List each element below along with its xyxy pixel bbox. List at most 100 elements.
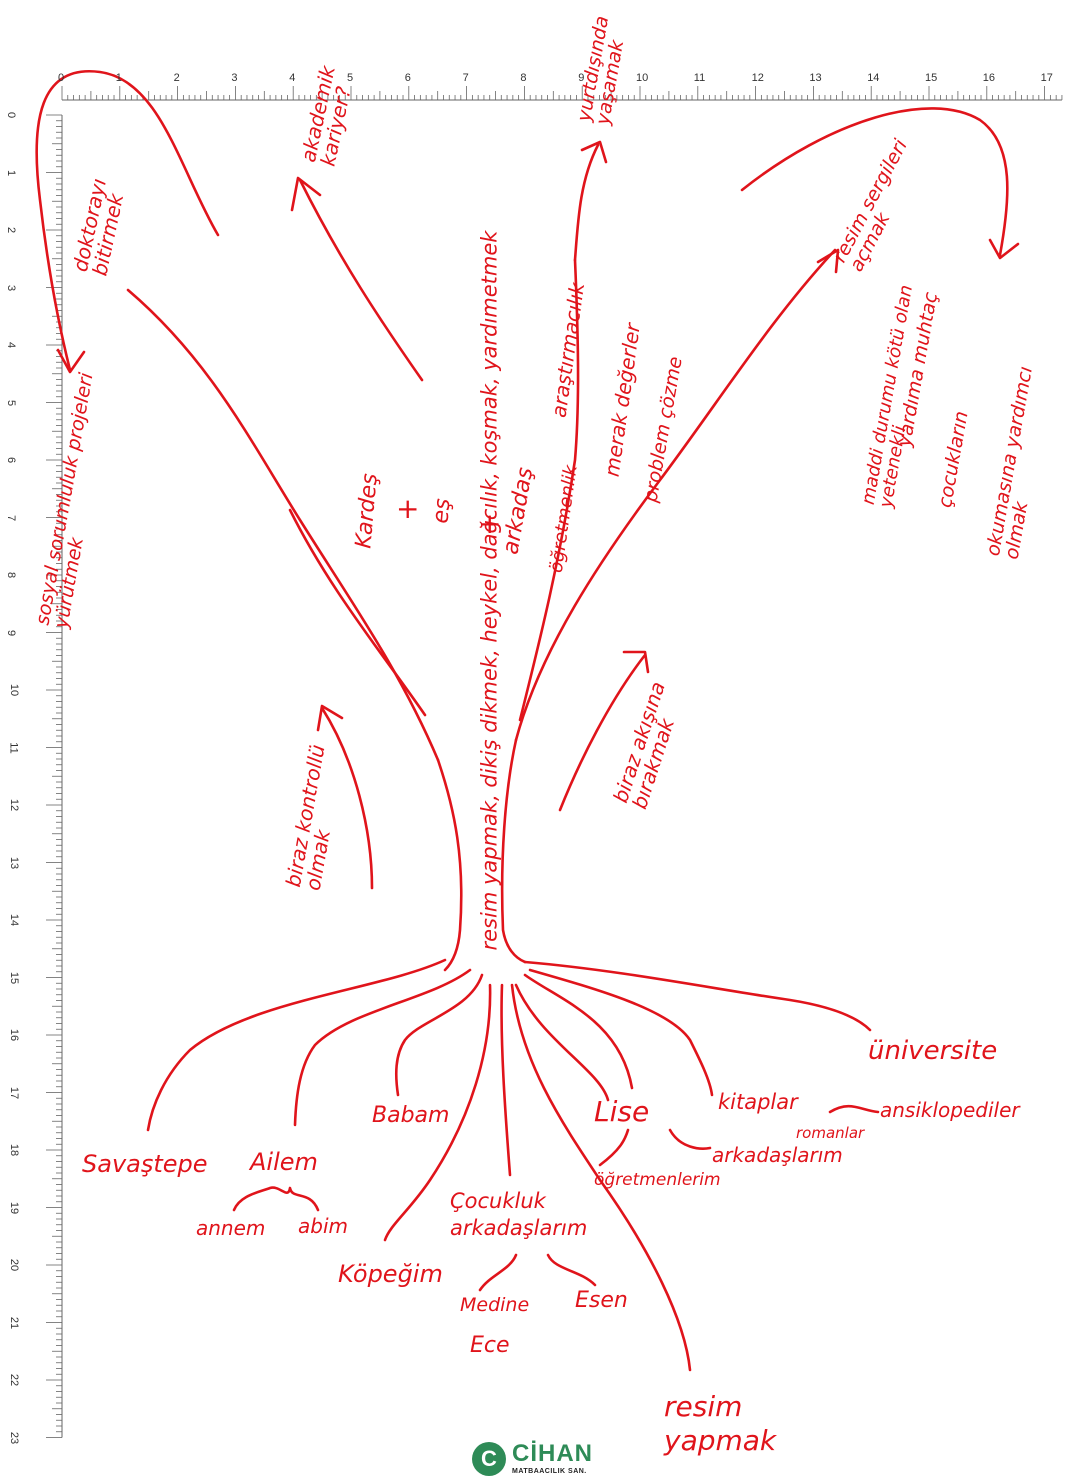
- root-aile: [293, 968, 472, 1127]
- arrow-head-akademik: [290, 176, 322, 212]
- top-ruler-number: 4: [289, 72, 296, 84]
- root-label-resim: resim yapmak: [664, 1390, 777, 1457]
- root-lise-2: [523, 973, 634, 1090]
- left-ruler-number: 7: [5, 514, 18, 521]
- arrow-head-right-branch: [816, 248, 840, 274]
- root-label-lise-arkadas: arkadaşlarım: [712, 1143, 843, 1167]
- trunk-left-line: [436, 758, 463, 972]
- root-kopek: [383, 983, 492, 1242]
- root-label-romanlar: romanlar: [796, 1124, 865, 1142]
- left-ruler-number: 14: [8, 913, 21, 927]
- trunk-right-line: [500, 738, 527, 964]
- left-ruler-number: 2: [5, 226, 18, 234]
- root-kitap: [528, 968, 714, 1097]
- root-label-ece: Ece: [470, 1333, 510, 1358]
- top-ruler-number: 6: [404, 72, 411, 84]
- top-ruler-number: 0: [58, 72, 65, 84]
- top-ruler-number: 3: [231, 72, 238, 84]
- logo-name: CİHAN: [512, 1440, 593, 1467]
- left-ruler-number: 22: [8, 1373, 21, 1387]
- left-ruler-number: 19: [8, 1201, 21, 1214]
- arrow-akis: [558, 653, 647, 812]
- branch-center: [518, 258, 580, 722]
- root-cocukluk: [500, 983, 512, 1177]
- lise-connector: [598, 1128, 712, 1167]
- left-ruler-number: 17: [8, 1086, 21, 1099]
- root-universite: [523, 960, 872, 1032]
- root-label-kitaplar: kitaplar: [718, 1090, 798, 1114]
- top-ruler-number: 11: [693, 72, 706, 84]
- arrow-head-sergi: [988, 238, 1020, 260]
- left-ruler-number: 6: [5, 456, 18, 464]
- left-ruler-number: 1: [5, 169, 18, 176]
- branch-left-outer: [126, 288, 440, 762]
- top-ruler-number: 16: [982, 72, 996, 84]
- top-ruler-number: 13: [809, 72, 822, 84]
- plus-1: +: [396, 492, 420, 525]
- left-ruler-number: 15: [8, 971, 21, 984]
- left-ruler-number: 13: [8, 856, 21, 869]
- top-ruler-number: 8: [520, 72, 527, 84]
- root-label-annem: annem: [196, 1216, 266, 1240]
- top-ruler: [61, 86, 1063, 101]
- top-ruler-number: 2: [173, 72, 180, 84]
- root-label-abim: abim: [298, 1214, 348, 1238]
- top-ruler-number: 12: [751, 72, 764, 84]
- left-ruler-number: 11: [7, 741, 20, 754]
- top-ruler-number: 10: [636, 72, 649, 84]
- top-ruler-number: 7: [462, 72, 469, 84]
- arrow-loop-left: [35, 69, 220, 372]
- left-ruler-number: 3: [5, 284, 18, 291]
- root-label-aile: Ailem: [250, 1148, 318, 1176]
- arrow-yurtdisi: [573, 143, 600, 262]
- arrow-head-kontrollu: [316, 704, 344, 732]
- root-label-ogretmen: öğretmenlerim: [594, 1170, 721, 1190]
- left-ruler-number: 5: [5, 399, 18, 406]
- left-ruler-number: 23: [8, 1431, 21, 1444]
- top-ruler-number: 5: [347, 72, 354, 84]
- logo-sub: MATBAACILIK SAN.: [512, 1468, 587, 1475]
- left-ruler: [46, 114, 63, 1438]
- top-ruler-number: 14: [867, 72, 880, 84]
- left-ruler-number: 9: [5, 629, 18, 636]
- arrow-kontrollu: [320, 706, 374, 890]
- left-ruler-number: 16: [8, 1028, 21, 1042]
- root-label-universite: üniversite: [868, 1036, 998, 1066]
- top-ruler-number: 15: [925, 72, 938, 84]
- logo-mark-icon: C: [472, 1442, 506, 1476]
- root-label-lise: Lise: [594, 1095, 650, 1128]
- arrow-sergi: [740, 107, 1009, 257]
- arrow-akademik: [298, 178, 424, 382]
- branch-left-inner: [288, 508, 427, 717]
- cocukluk-connector: [478, 1253, 597, 1292]
- root-label-esen: Esen: [575, 1288, 628, 1313]
- trunk-label: resim yapmak, dikiş dikmek, heykel, dağc…: [477, 230, 502, 951]
- root-label-ansiklopedi: ansiklopediler: [880, 1098, 1020, 1122]
- printer-logo: C CİHAN MATBAACILIK SAN.: [472, 1440, 622, 1480]
- plus-2: +: [478, 507, 502, 540]
- root-resim: [510, 983, 692, 1372]
- root-baba: [394, 973, 484, 1097]
- arrow-head-yurtdisi: [580, 140, 608, 164]
- root-label-baba: Babam: [372, 1103, 450, 1128]
- left-ruler-number: 21: [8, 1316, 21, 1329]
- root-lise: [514, 983, 610, 1102]
- root-label-savastepe: Savaştepe: [82, 1150, 208, 1178]
- left-ruler-number: 12: [8, 798, 21, 812]
- top-ruler-number: 9: [578, 72, 585, 84]
- person-es: eş: [428, 497, 456, 525]
- root-label-kopek: Köpeğim: [338, 1260, 443, 1288]
- left-ruler-number: 8: [5, 571, 18, 579]
- aile-connector: [232, 1186, 320, 1212]
- left-ruler-number: 18: [8, 1143, 21, 1157]
- root-label-medine: Medine: [460, 1294, 530, 1316]
- top-ruler-number: 1: [115, 72, 122, 84]
- left-ruler-number: 4: [5, 341, 18, 349]
- root-savastepe: [146, 958, 447, 1132]
- left-ruler-number: 0: [5, 111, 18, 119]
- branch-right: [514, 248, 837, 742]
- top-ruler-number: 17: [1040, 72, 1053, 84]
- left-ruler-number: 10: [8, 683, 21, 697]
- arrow-head-loop-left: [56, 348, 86, 374]
